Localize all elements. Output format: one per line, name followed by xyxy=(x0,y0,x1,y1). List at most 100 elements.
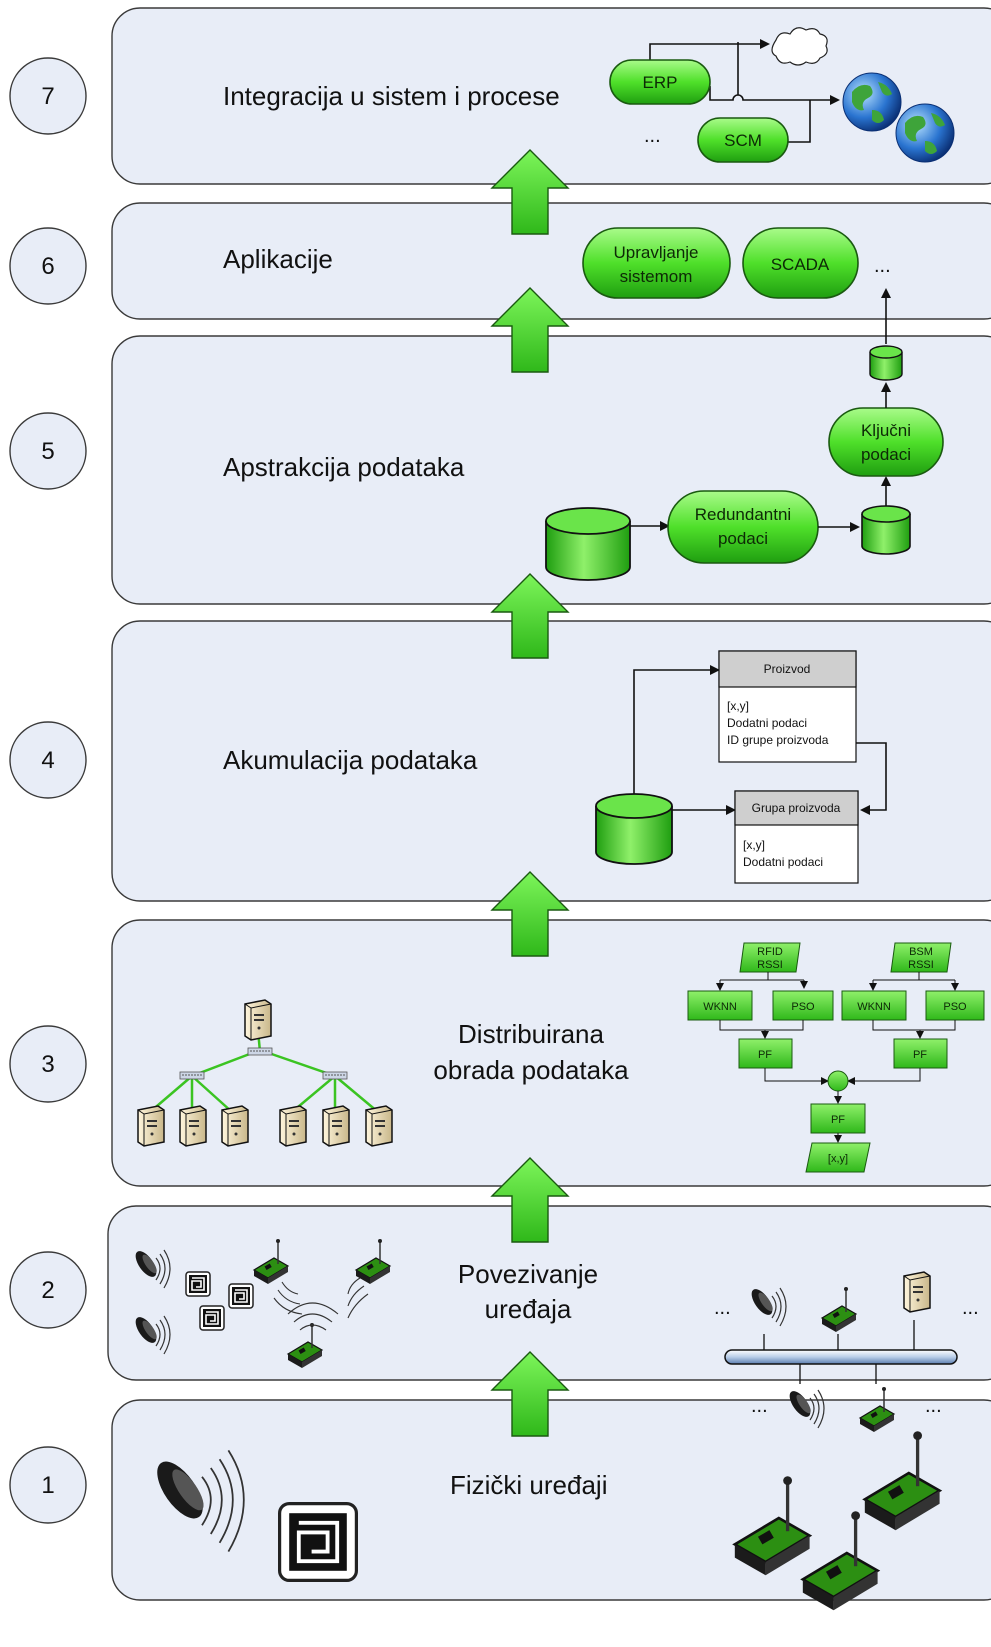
layer-3-title-line2: obrada podataka xyxy=(433,1055,629,1085)
layer-4-number: 4 xyxy=(41,747,54,774)
server-icon xyxy=(322,1105,350,1147)
server-icon xyxy=(137,1105,165,1147)
network-bus xyxy=(724,1349,958,1365)
layer-2-title-line1: Povezivanje xyxy=(458,1259,598,1289)
rfid-tag-icon xyxy=(228,1283,254,1309)
key-data-pill xyxy=(828,407,944,477)
layer-5-content: Redundantni podaci Ključni podaci xyxy=(545,288,944,581)
server-icon xyxy=(279,1105,307,1147)
output-box xyxy=(805,1142,871,1173)
bsm-label: BSM xyxy=(909,946,933,958)
bsm-input-box xyxy=(890,942,952,973)
layer-6-title: Aplikacije xyxy=(223,244,333,274)
pf-label: PF xyxy=(758,1049,772,1061)
rfid-input-box xyxy=(739,942,801,973)
rfid-tag-icon xyxy=(277,1501,359,1583)
rfid-label: RFID xyxy=(757,946,783,958)
layer-1-number: 1 xyxy=(41,1472,54,1499)
layer-2-title-line2: uređaja xyxy=(485,1294,572,1324)
output-label: [x,y] xyxy=(828,1153,848,1165)
layer-3-number-circle xyxy=(9,1025,87,1103)
redundant-data-pill xyxy=(667,490,819,564)
key-label-line1: Ključni xyxy=(861,421,911,440)
layer-3-title-line1: Distribuirana xyxy=(458,1019,604,1049)
layer-5-number: 5 xyxy=(41,438,54,465)
server-icon xyxy=(365,1105,393,1147)
layer-7-content: ERP SCM ... xyxy=(609,27,955,163)
erp-label: ERP xyxy=(643,73,678,92)
scada-label: SCADA xyxy=(771,255,830,274)
product-field: ID grupe proizvoda xyxy=(727,733,829,747)
group-header: Grupa proizvoda xyxy=(752,801,841,815)
layer-1-devices xyxy=(157,1429,942,1612)
server-icon xyxy=(244,999,272,1041)
scada-pill xyxy=(742,227,859,299)
layer-4-content: Proizvod [x,y] Dodatni podaci ID grupe p… xyxy=(595,650,887,884)
layer-2-number-circle xyxy=(9,1251,87,1329)
pf-label: PF xyxy=(831,1114,845,1126)
product-field: Dodatni podaci xyxy=(727,716,807,730)
group-field: Dodatni podaci xyxy=(743,855,823,869)
layer-6-number-circle xyxy=(9,227,87,305)
wknn-label: WKNN xyxy=(703,1001,737,1013)
pso-box xyxy=(772,990,834,1021)
pso-label: PSO xyxy=(791,1001,815,1013)
layer-7-number: 7 xyxy=(41,83,54,110)
layer-4-number-circle xyxy=(9,721,87,799)
layer-2-ellipsis: ... xyxy=(925,1395,942,1417)
layer-2-ellipsis: ... xyxy=(714,1297,731,1319)
switch-icon xyxy=(247,1047,273,1056)
rfid-reader-icon xyxy=(157,1449,245,1553)
erp-pill xyxy=(609,59,711,105)
rfid-tag-icon xyxy=(199,1305,225,1331)
scm-label: SCM xyxy=(724,131,762,150)
pso-label: PSO xyxy=(943,1001,967,1013)
globe-icon xyxy=(842,72,902,132)
layer-2-left xyxy=(131,1238,391,1369)
layer-6-number: 6 xyxy=(41,253,54,280)
layer-2: 2 Povezivanje uređaja xyxy=(9,1205,991,1381)
scm-pill xyxy=(697,117,789,163)
pf-box xyxy=(810,1103,866,1134)
product-field: [x,y] xyxy=(727,699,749,713)
layer-2-ellipsis: ... xyxy=(751,1395,768,1417)
database-medium-icon xyxy=(861,505,911,555)
key-label-line2: podaci xyxy=(861,445,911,464)
layer-5-number-circle xyxy=(9,412,87,490)
layer-7-title: Integracija u sistem i procese xyxy=(223,81,560,111)
layer-2-number: 2 xyxy=(41,1277,54,1304)
redundant-label-line1: Redundantni xyxy=(695,505,791,524)
rfid-tag-icon xyxy=(185,1271,211,1297)
app-system-control-pill xyxy=(582,227,731,299)
layer-4-title: Akumulacija podataka xyxy=(223,745,478,775)
rfid-rssi-label: RSSI xyxy=(757,959,783,971)
switch-icon xyxy=(179,1071,205,1080)
app1-label-line2: sistemom xyxy=(620,267,693,286)
merge-node xyxy=(827,1070,849,1092)
layer-3-network xyxy=(137,999,393,1147)
redundant-label-line2: podaci xyxy=(718,529,768,548)
wknn-label: WKNN xyxy=(857,1001,891,1013)
database-small-icon xyxy=(869,345,903,381)
product-entity: Proizvod [x,y] Dodatni podaci ID grupe p… xyxy=(718,650,857,763)
layer-3-flowchart: RFID RSSI BSM RSSI WKNN PSO WKNN PSO PF … xyxy=(687,942,985,1173)
wknn-box xyxy=(841,990,907,1021)
layer-1-title: Fizički uređaji xyxy=(450,1470,608,1500)
layer-1-number-circle xyxy=(9,1446,87,1524)
layer-7-number-circle xyxy=(9,57,87,135)
cloud-icon xyxy=(771,27,828,66)
server-icon xyxy=(221,1105,249,1147)
layer-2-right: ... ... ... ... xyxy=(714,1271,979,1433)
switch-icon xyxy=(322,1071,348,1080)
product-header: Proizvod xyxy=(764,662,811,676)
pf-label: PF xyxy=(913,1049,927,1061)
pf-box xyxy=(738,1038,793,1069)
globe-icon xyxy=(895,103,955,163)
layer-6-content: Upravljanje sistemom SCADA ... xyxy=(582,227,891,299)
pf-box xyxy=(893,1038,948,1069)
product-group-entity: Grupa proizvoda [x,y] Dodatni podaci xyxy=(734,790,859,884)
bsm-rssi-label: RSSI xyxy=(908,959,934,971)
server-icon xyxy=(903,1271,931,1313)
pso-box xyxy=(925,990,985,1021)
